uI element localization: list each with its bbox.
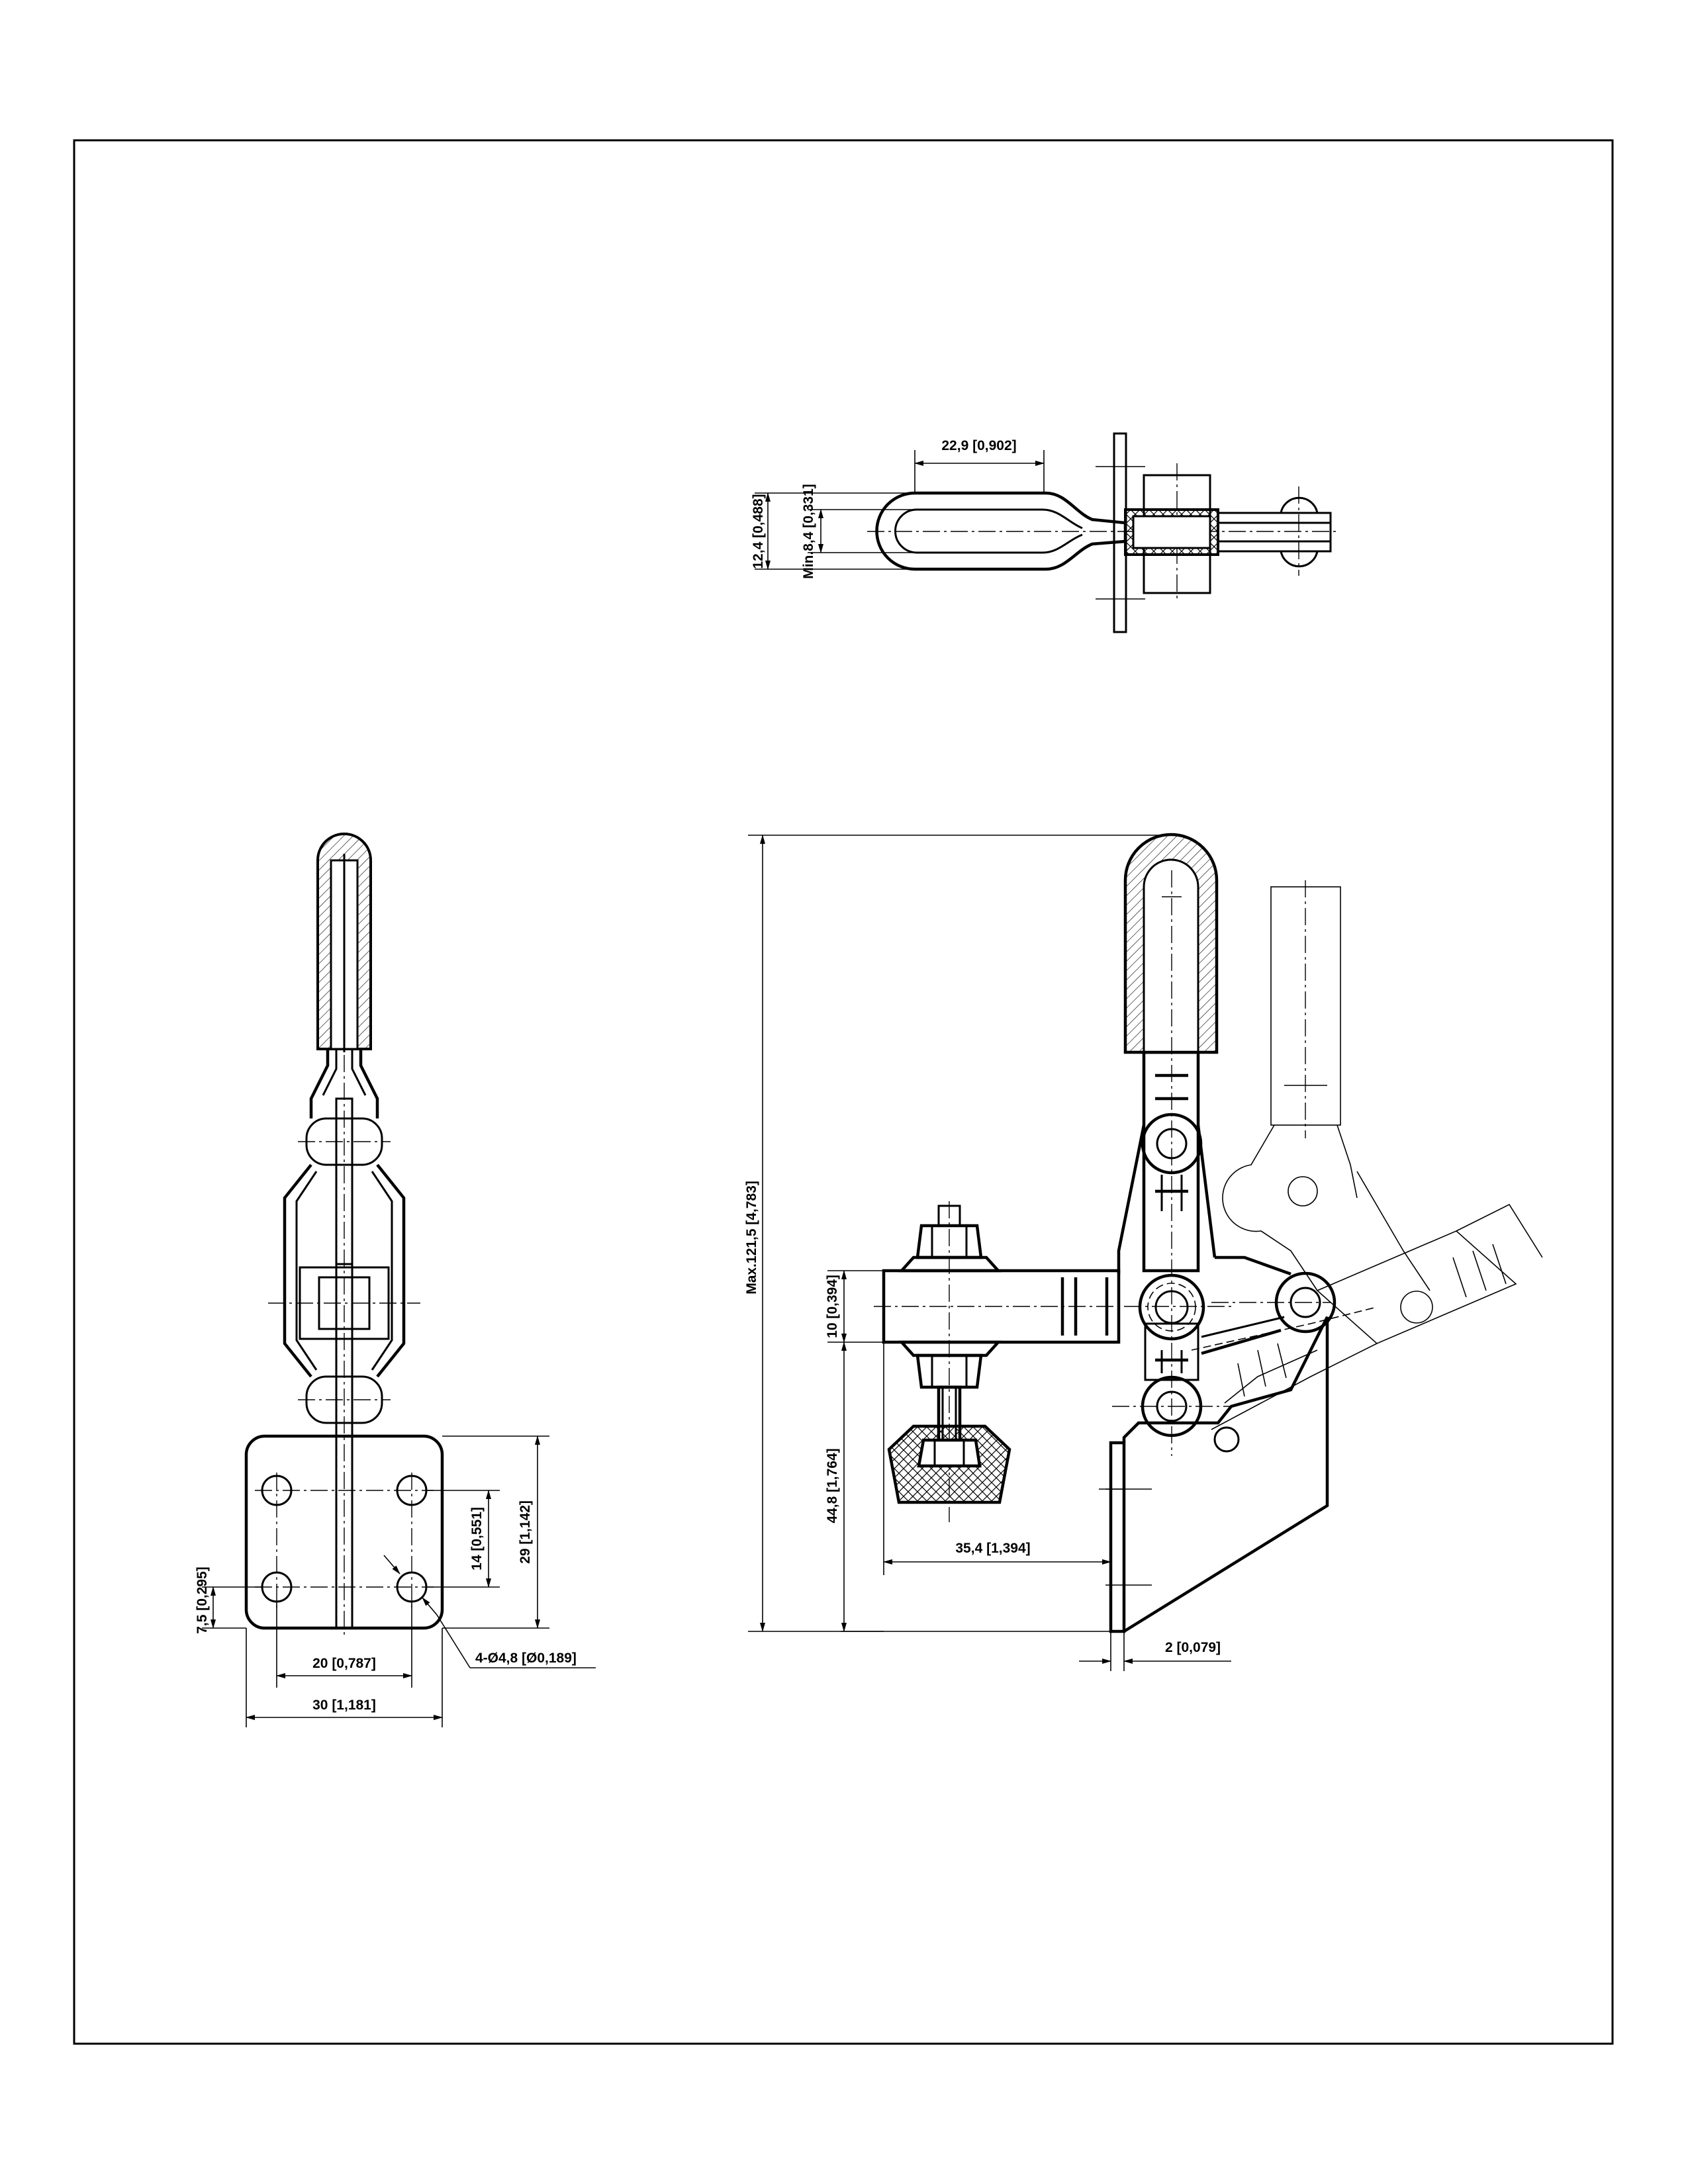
dim-front-width: 30 [1,181] — [312, 1698, 376, 1713]
dim-side-base-thickness: 2 [0,079] — [1165, 1640, 1221, 1655]
dim-side-spindle-height: 44,8 [1,764] — [825, 1448, 840, 1523]
dim-front-tilt: 7,5 [0,295] — [195, 1567, 210, 1634]
dim-side-arm-thickness: 10 [0,394] — [825, 1275, 840, 1338]
dim-side-max-height: Max.121,5 [4,783] — [744, 1181, 759, 1295]
dim-side-reach: 35,4 [1,394] — [955, 1541, 1030, 1556]
dim-front-hole-y: 14 [0,551] — [469, 1507, 485, 1570]
top-view: 22,9 [0,902] 12,4 [0,488] Min.8,4 [0,331… — [751, 432, 1337, 633]
dim-front-holes: 4-Ø4,8 [Ø0,189] — [475, 1651, 577, 1666]
dim-front-hole-x: 20 [0,787] — [312, 1656, 376, 1671]
dim-front-height: 29 [1,142] — [518, 1500, 533, 1564]
dim-top-min: Min.8,4 [0,331] — [801, 484, 816, 579]
front-view: 7,5 [0,295] 20 [0,787] 30 [1,181] 14 [0,… — [195, 833, 596, 1727]
dim-top-width: 22,9 [0,902] — [941, 438, 1016, 453]
side-view: Max.121,5 [4,783] 10 [0,394] 44,8 [1,764… — [744, 833, 1543, 1671]
dim-top-height: 12,4 [0,488] — [751, 494, 766, 569]
drawing-frame — [73, 139, 1614, 2045]
